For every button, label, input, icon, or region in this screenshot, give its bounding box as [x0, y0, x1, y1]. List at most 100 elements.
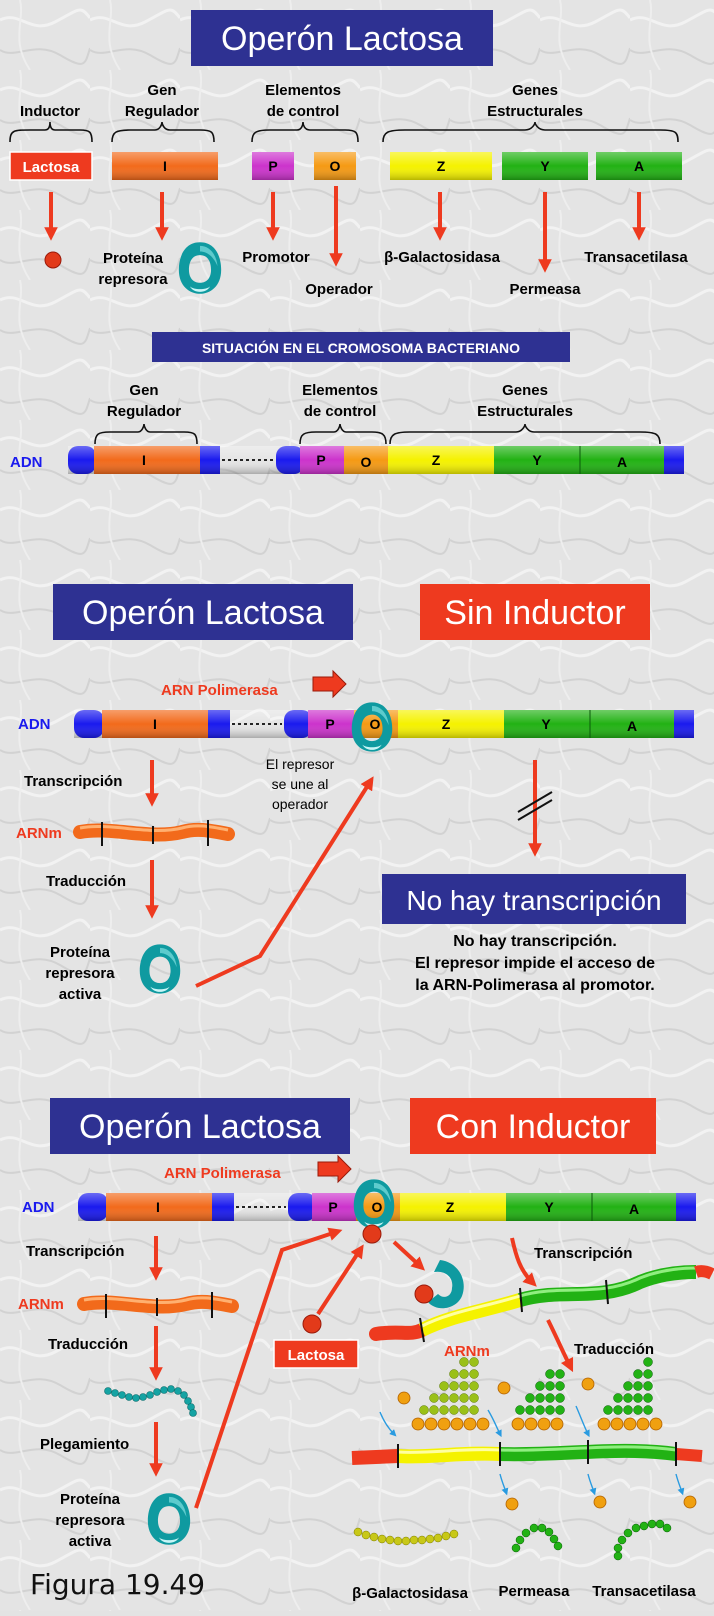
- chrom-elementos-label-2: de control: [304, 403, 377, 420]
- p2-gene-Y: Y: [541, 716, 551, 732]
- proteina-activa-label-2: represora: [45, 965, 115, 982]
- no-hay-box: [382, 874, 686, 924]
- con-inductor-box: [410, 1098, 656, 1154]
- arrow-lactose-to-repressor: [316, 1244, 364, 1316]
- gene-Y-label: Y: [540, 158, 550, 174]
- transacetilasa-label: Transacetilasa: [584, 249, 688, 266]
- lactose-molecule-3: [302, 1314, 322, 1334]
- no-hay-title: No hay transcripción: [406, 885, 661, 916]
- lactose-molecule: [44, 251, 62, 269]
- transacetilasa-product-icon: [613, 1519, 672, 1561]
- arnm-label-3: ARNm: [18, 1296, 64, 1313]
- figure-caption: Figura 19.49: [30, 1568, 205, 1601]
- transcripcion-right-label: Transcripción: [534, 1245, 632, 1262]
- panel2-title-box: [53, 584, 353, 640]
- free-ribosomes-icon: [505, 1495, 697, 1511]
- chrom-gene-Z: Z: [432, 452, 441, 468]
- panel-1: Operón Lactosa Inductor Gen Regulador El…: [9, 10, 688, 474]
- proteina-activa-label-3: activa: [59, 986, 102, 1003]
- no-hay-text-3: la ARN-Polimerasa al promotor.: [415, 977, 654, 994]
- panel-2: Operón Lactosa Sin Inductor ARN Polimera…: [16, 584, 694, 1003]
- panel3-title-box: [50, 1098, 350, 1154]
- chrom-genes-label-2: Estructurales: [477, 403, 573, 420]
- transcripcion-label-3: Transcripción: [26, 1243, 124, 1260]
- represor-note-3: operador: [272, 796, 328, 812]
- arrow-traduccion-right: [546, 1319, 574, 1373]
- traduccion-right-label: Traducción: [574, 1341, 654, 1358]
- arrow-repressor-to-operator: [195, 776, 374, 988]
- p3-gene-P: P: [328, 1199, 337, 1215]
- p2-gene-Z: Z: [442, 716, 451, 732]
- lactose-bound-2: [414, 1284, 434, 1304]
- transcripcion-label-2: Transcripción: [24, 773, 122, 790]
- chrom-gen-label-2: Regulador: [107, 403, 181, 420]
- adn-label-2: ADN: [18, 716, 51, 733]
- chrom-gene-O: O: [361, 454, 372, 470]
- proteina-label-2: represora: [98, 271, 168, 288]
- gene-boxes-top: I P O Z Y A: [112, 152, 682, 180]
- genes-label-1: Genes: [512, 82, 558, 99]
- arnm-right-label: ARNm: [444, 1343, 490, 1360]
- elementos-label-1: Elementos: [265, 82, 341, 99]
- ribosome-arrows: [379, 1405, 685, 1496]
- traduccion-label-2: Traducción: [46, 873, 126, 890]
- situacion-box: [152, 332, 570, 362]
- translation-mrna: [351, 1440, 703, 1468]
- plegamiento-label: Plegamiento: [40, 1436, 129, 1453]
- proteina-label-1: Proteína: [103, 250, 164, 267]
- arn-polimerasa-label-3: ARN Polimerasa: [164, 1165, 281, 1182]
- mrna-polycistronic: [369, 1265, 714, 1343]
- gen-regulador-label-2: Regulador: [125, 103, 199, 120]
- lactosa-box: [9, 151, 93, 181]
- p3-gene-Y: Y: [544, 1199, 554, 1215]
- ribosomes-icon: [397, 1377, 663, 1431]
- arrows-top: [44, 186, 646, 273]
- no-hay-text-1: No hay transcripción.: [453, 933, 617, 950]
- released-repressor-icon: [428, 1260, 464, 1309]
- panel1-title-box: [191, 10, 493, 66]
- galactosidasa-label-3: β-Galactosidasa: [352, 1585, 469, 1602]
- gen-regulador-label-1: Gen: [147, 82, 176, 99]
- arrow-repressor-release: [392, 1240, 425, 1271]
- inductor-label: Inductor: [20, 103, 80, 120]
- proteina-activa-label-1: Proteína: [50, 944, 111, 961]
- lactosa-box-3: [273, 1339, 359, 1369]
- p2-gene-A: A: [627, 718, 637, 734]
- p2-gene-P: P: [325, 716, 334, 732]
- proteina-activa3-label-2: represora: [55, 1512, 125, 1529]
- con-inductor-title: Con Inductor: [436, 1108, 631, 1146]
- mrna-strand-2: [73, 820, 235, 846]
- situacion-label: SITUACIÓN EN EL CROMOSOMA BACTERIANO: [202, 339, 520, 356]
- mrna-strand-3: [77, 1292, 239, 1318]
- represor-note-2: se une al: [272, 776, 329, 792]
- permeasa-label-3: Permeasa: [499, 1583, 571, 1600]
- p3-gene-A: A: [629, 1201, 639, 1217]
- brackets-top: [9, 121, 679, 143]
- chrom-gene-A: A: [617, 454, 627, 470]
- gene-O-label: O: [330, 158, 341, 174]
- permeasa-product-icon: [511, 1523, 563, 1553]
- proteina-activa3-label-1: Proteína: [60, 1491, 121, 1508]
- traduccion-label-3: Traducción: [48, 1336, 128, 1353]
- panel1-title: Operón Lactosa: [221, 20, 463, 58]
- p3-gene-Z: Z: [446, 1199, 455, 1215]
- arn-polimerasa-arrow-icon-3: [317, 1154, 352, 1184]
- lactosa-label: Lactosa: [23, 159, 80, 176]
- block-mark-1: [517, 791, 553, 813]
- lactosa-label-3: Lactosa: [288, 1347, 345, 1364]
- chrom-gene-I: I: [142, 452, 146, 468]
- chrom-elementos-label-1: Elementos: [302, 382, 378, 399]
- chrom-gene-P: P: [316, 452, 325, 468]
- permease-chain-icon: [515, 1357, 653, 1415]
- gene-P-label: P: [268, 158, 277, 174]
- panel3-title: Operón Lactosa: [79, 1108, 321, 1146]
- p2-gene-O: O: [370, 716, 381, 732]
- no-hay-text-2: El represor impide el acceso de: [415, 955, 655, 972]
- galactosidasa-product-icon: [353, 1527, 459, 1546]
- genes-label-2: Estructurales: [487, 103, 583, 120]
- sin-inductor-box: [420, 584, 650, 640]
- lactose-bound-1: [362, 1224, 382, 1244]
- p3-gene-O: O: [372, 1199, 383, 1215]
- p3-gene-I: I: [156, 1199, 160, 1215]
